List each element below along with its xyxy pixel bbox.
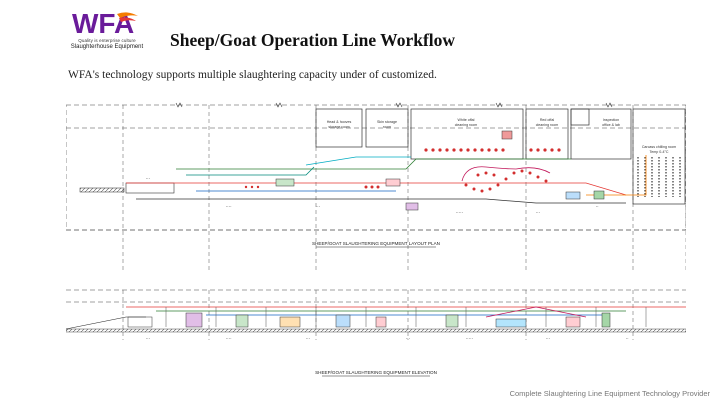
svg-text:▪ ▪ ▪ ▪ ▪: ▪ ▪ ▪ ▪ ▪ xyxy=(466,337,473,340)
room-label: Inspection xyxy=(603,118,619,122)
room-label: Temp 0-4°C xyxy=(649,150,668,154)
room-label: cleaning room xyxy=(536,123,559,127)
engineering-drawing: Head & hooves storage room Skin storage … xyxy=(66,102,686,377)
page-subtitle: WFA's technology supports multiple slaug… xyxy=(68,69,437,81)
svg-text:▪ ▪ ▪: ▪ ▪ ▪ xyxy=(536,211,540,214)
room-label: White offal xyxy=(458,118,475,122)
room-label: Carcass chilling room xyxy=(642,145,676,149)
brand-name: Slaughterhouse Equipment xyxy=(70,44,144,50)
svg-text:▪ ▪ ▪ ▪ ▪: ▪ ▪ ▪ ▪ ▪ xyxy=(456,211,463,214)
elevation-view: ▪ ▪ ▪ ▪ ▪ ▪ ▪ ▪ ▪ ▪ ▪ ▪ ▪ ▪ ▪ ▪ ▪ ▪ ▪ ▪ ▪ ▪ … xyxy=(66,289,686,377)
brand-logo: WFA Quality is enterprise culture Slaugh… xyxy=(66,8,148,52)
logo-swoosh-red xyxy=(119,17,136,22)
room-label: storage room xyxy=(328,125,349,129)
svg-text:▪ ▪ ▪: ▪ ▪ ▪ xyxy=(406,337,410,340)
layout-plan-caption: SHEEP/GOAT SLAUGHTERING EQUIPMENT LAYOUT… xyxy=(312,241,440,246)
svg-text:▪ ▪ ▪: ▪ ▪ ▪ xyxy=(146,337,150,340)
room-label: office & lab xyxy=(602,123,620,127)
room-label: Red offal xyxy=(540,118,555,122)
brand-tagline: Quality is enterprise culture xyxy=(78,38,136,43)
logo-swoosh xyxy=(117,12,138,18)
room-label: cleaning room xyxy=(455,123,478,127)
svg-text:▪ ▪ ▪: ▪ ▪ ▪ xyxy=(146,177,150,180)
svg-text:▪ ▪ ▪ ▪: ▪ ▪ ▪ ▪ xyxy=(226,337,232,340)
svg-text:▪ ▪ ▪ ▪: ▪ ▪ ▪ ▪ xyxy=(226,205,232,208)
svg-text:▪ ▪ ▪: ▪ ▪ ▪ xyxy=(316,205,320,208)
svg-text:▪ ▪ ▪: ▪ ▪ ▪ xyxy=(306,337,310,340)
room-label: Skin storage xyxy=(377,120,397,124)
slide-footer: Complete Slaughtering Line Equipment Tec… xyxy=(509,389,710,398)
elevation-caption: SHEEP/GOAT SLAUGHTERING EQUIPMENT ELEVAT… xyxy=(315,370,437,375)
svg-text:▪ ▪: ▪ ▪ xyxy=(626,337,629,340)
page-title: Sheep/Goat Operation Line Workflow xyxy=(170,30,456,50)
layout-plan: Head & hooves storage room Skin storage … xyxy=(66,102,686,270)
svg-text:▪ ▪ ▪: ▪ ▪ ▪ xyxy=(546,337,550,340)
wfa-logo-icon: WFA xyxy=(72,8,138,38)
room-label: room xyxy=(383,125,391,129)
room-label: Head & hooves xyxy=(327,120,352,124)
svg-text:▪ ▪: ▪ ▪ xyxy=(596,205,599,208)
